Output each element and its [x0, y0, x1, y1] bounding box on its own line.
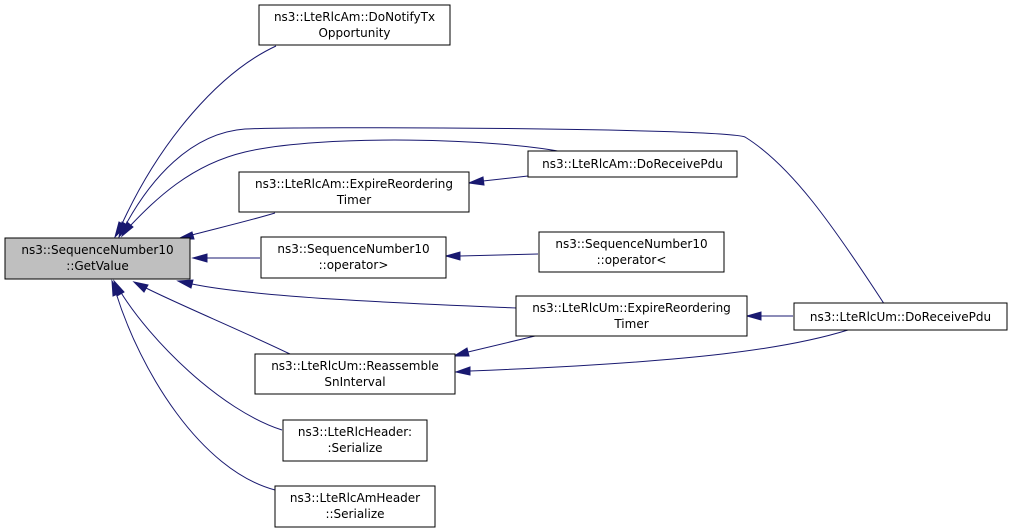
- node-label-line1: ns3::LteRlcHeader:: [298, 425, 412, 439]
- node-label-line2: Timer: [613, 317, 648, 331]
- node-label-line1: ns3::SequenceNumber10: [21, 243, 173, 257]
- node-label-line2: SnInterval: [324, 375, 385, 389]
- edge-am-receive-pdu-to-am-expire: [467, 175, 529, 186]
- edge-um-expire-to-getvalue: [176, 279, 517, 309]
- edge-um-receive-pdu-to-um-expire: [745, 311, 793, 321]
- edge-um-expire-to-um-reassemble: [452, 335, 536, 357]
- node-lterlcam-doreceivepdu[interactable]: ns3::LteRlcAm::DoReceivePdu: [527, 150, 738, 178]
- node-sequencenumber10-operator-less[interactable]: ns3::SequenceNumber10 ::operator<: [538, 231, 725, 273]
- edge-amheader-serialize-to-getvalue: [111, 279, 276, 491]
- node-lterlcheader-serialize[interactable]: ns3::LteRlcHeader: :Serialize: [282, 419, 428, 462]
- node-lterlcamheader-serialize[interactable]: ns3::LteRlcAmHeader ::Serialize: [274, 485, 436, 528]
- node-lterlcam-expirereorderingtimer[interactable]: ns3::LteRlcAm::ExpireReordering Timer: [238, 171, 470, 213]
- node-label-line2: ::GetValue: [66, 259, 128, 273]
- node-sequencenumber10-getvalue[interactable]: ns3::SequenceNumber10 ::GetValue: [4, 237, 191, 280]
- node-label-line2: ::operator<: [597, 253, 667, 267]
- node-sequencenumber10-operator-greater[interactable]: ns3::SequenceNumber10 ::operator>: [260, 236, 447, 279]
- node-box: [527, 150, 738, 178]
- node-box: [258, 4, 451, 46]
- node-label-line1: ns3::SequenceNumber10: [555, 237, 707, 251]
- node-box: [4, 237, 191, 280]
- edge-am-receive-pdu-to-getvalue: [120, 139, 569, 238]
- node-label-line1: ns3::LteRlcAmHeader: [290, 491, 420, 505]
- node-box: [238, 171, 470, 213]
- node-box: [260, 236, 447, 279]
- edge-sn-greater-to-getvalue: [191, 253, 260, 263]
- node-box: [282, 419, 428, 462]
- edge-sn-less-to-sn-greater: [444, 251, 539, 261]
- node-label-line1: ns3::LteRlcAm::DoReceivePdu: [542, 157, 723, 171]
- node-label-line1: ns3::LteRlcAm::DoNotifyTx: [274, 10, 435, 24]
- edge-um-reassemble-to-getvalue: [132, 281, 291, 355]
- edge-am-expire-to-getvalue: [177, 212, 276, 240]
- node-label-line1: ns3::LteRlcUm::DoReceivePdu: [810, 310, 991, 324]
- node-label-line2: Timer: [336, 193, 371, 207]
- node-box: [793, 302, 1008, 331]
- edge-um-receive-pdu-to-um-reassemble: [454, 329, 849, 376]
- node-box: [515, 295, 748, 337]
- node-box: [538, 231, 725, 273]
- node-label-line1: ns3::LteRlcAm::ExpireReordering: [255, 177, 453, 191]
- node-label-line2: Opportunity: [318, 26, 390, 40]
- node-lterlcum-expirereorderingtimer[interactable]: ns3::LteRlcUm::ExpireReordering Timer: [515, 295, 748, 337]
- node-box: [254, 353, 456, 395]
- node-label-line1: ns3::LteRlcUm::Reassemble: [271, 359, 439, 373]
- node-label-line1: ns3::SequenceNumber10: [277, 242, 429, 256]
- node-box: [274, 485, 436, 528]
- node-label-line2: ::operator>: [319, 258, 389, 272]
- node-label-line2: :Serialize: [327, 441, 382, 455]
- node-lterlcum-doreceivepdu[interactable]: ns3::LteRlcUm::DoReceivePdu: [793, 302, 1008, 331]
- node-label-line2: ::Serialize: [325, 507, 384, 521]
- node-label-line1: ns3::LteRlcUm::ExpireReordering: [532, 301, 731, 315]
- edge-um-receive-pdu-to-getvalue: [118, 127, 893, 317]
- node-lterlcam-donotifytxopportunity[interactable]: ns3::LteRlcAm::DoNotifyTx Opportunity: [258, 4, 451, 46]
- node-lterlcum-reassemblesninterval[interactable]: ns3::LteRlcUm::Reassemble SnInterval: [254, 353, 456, 395]
